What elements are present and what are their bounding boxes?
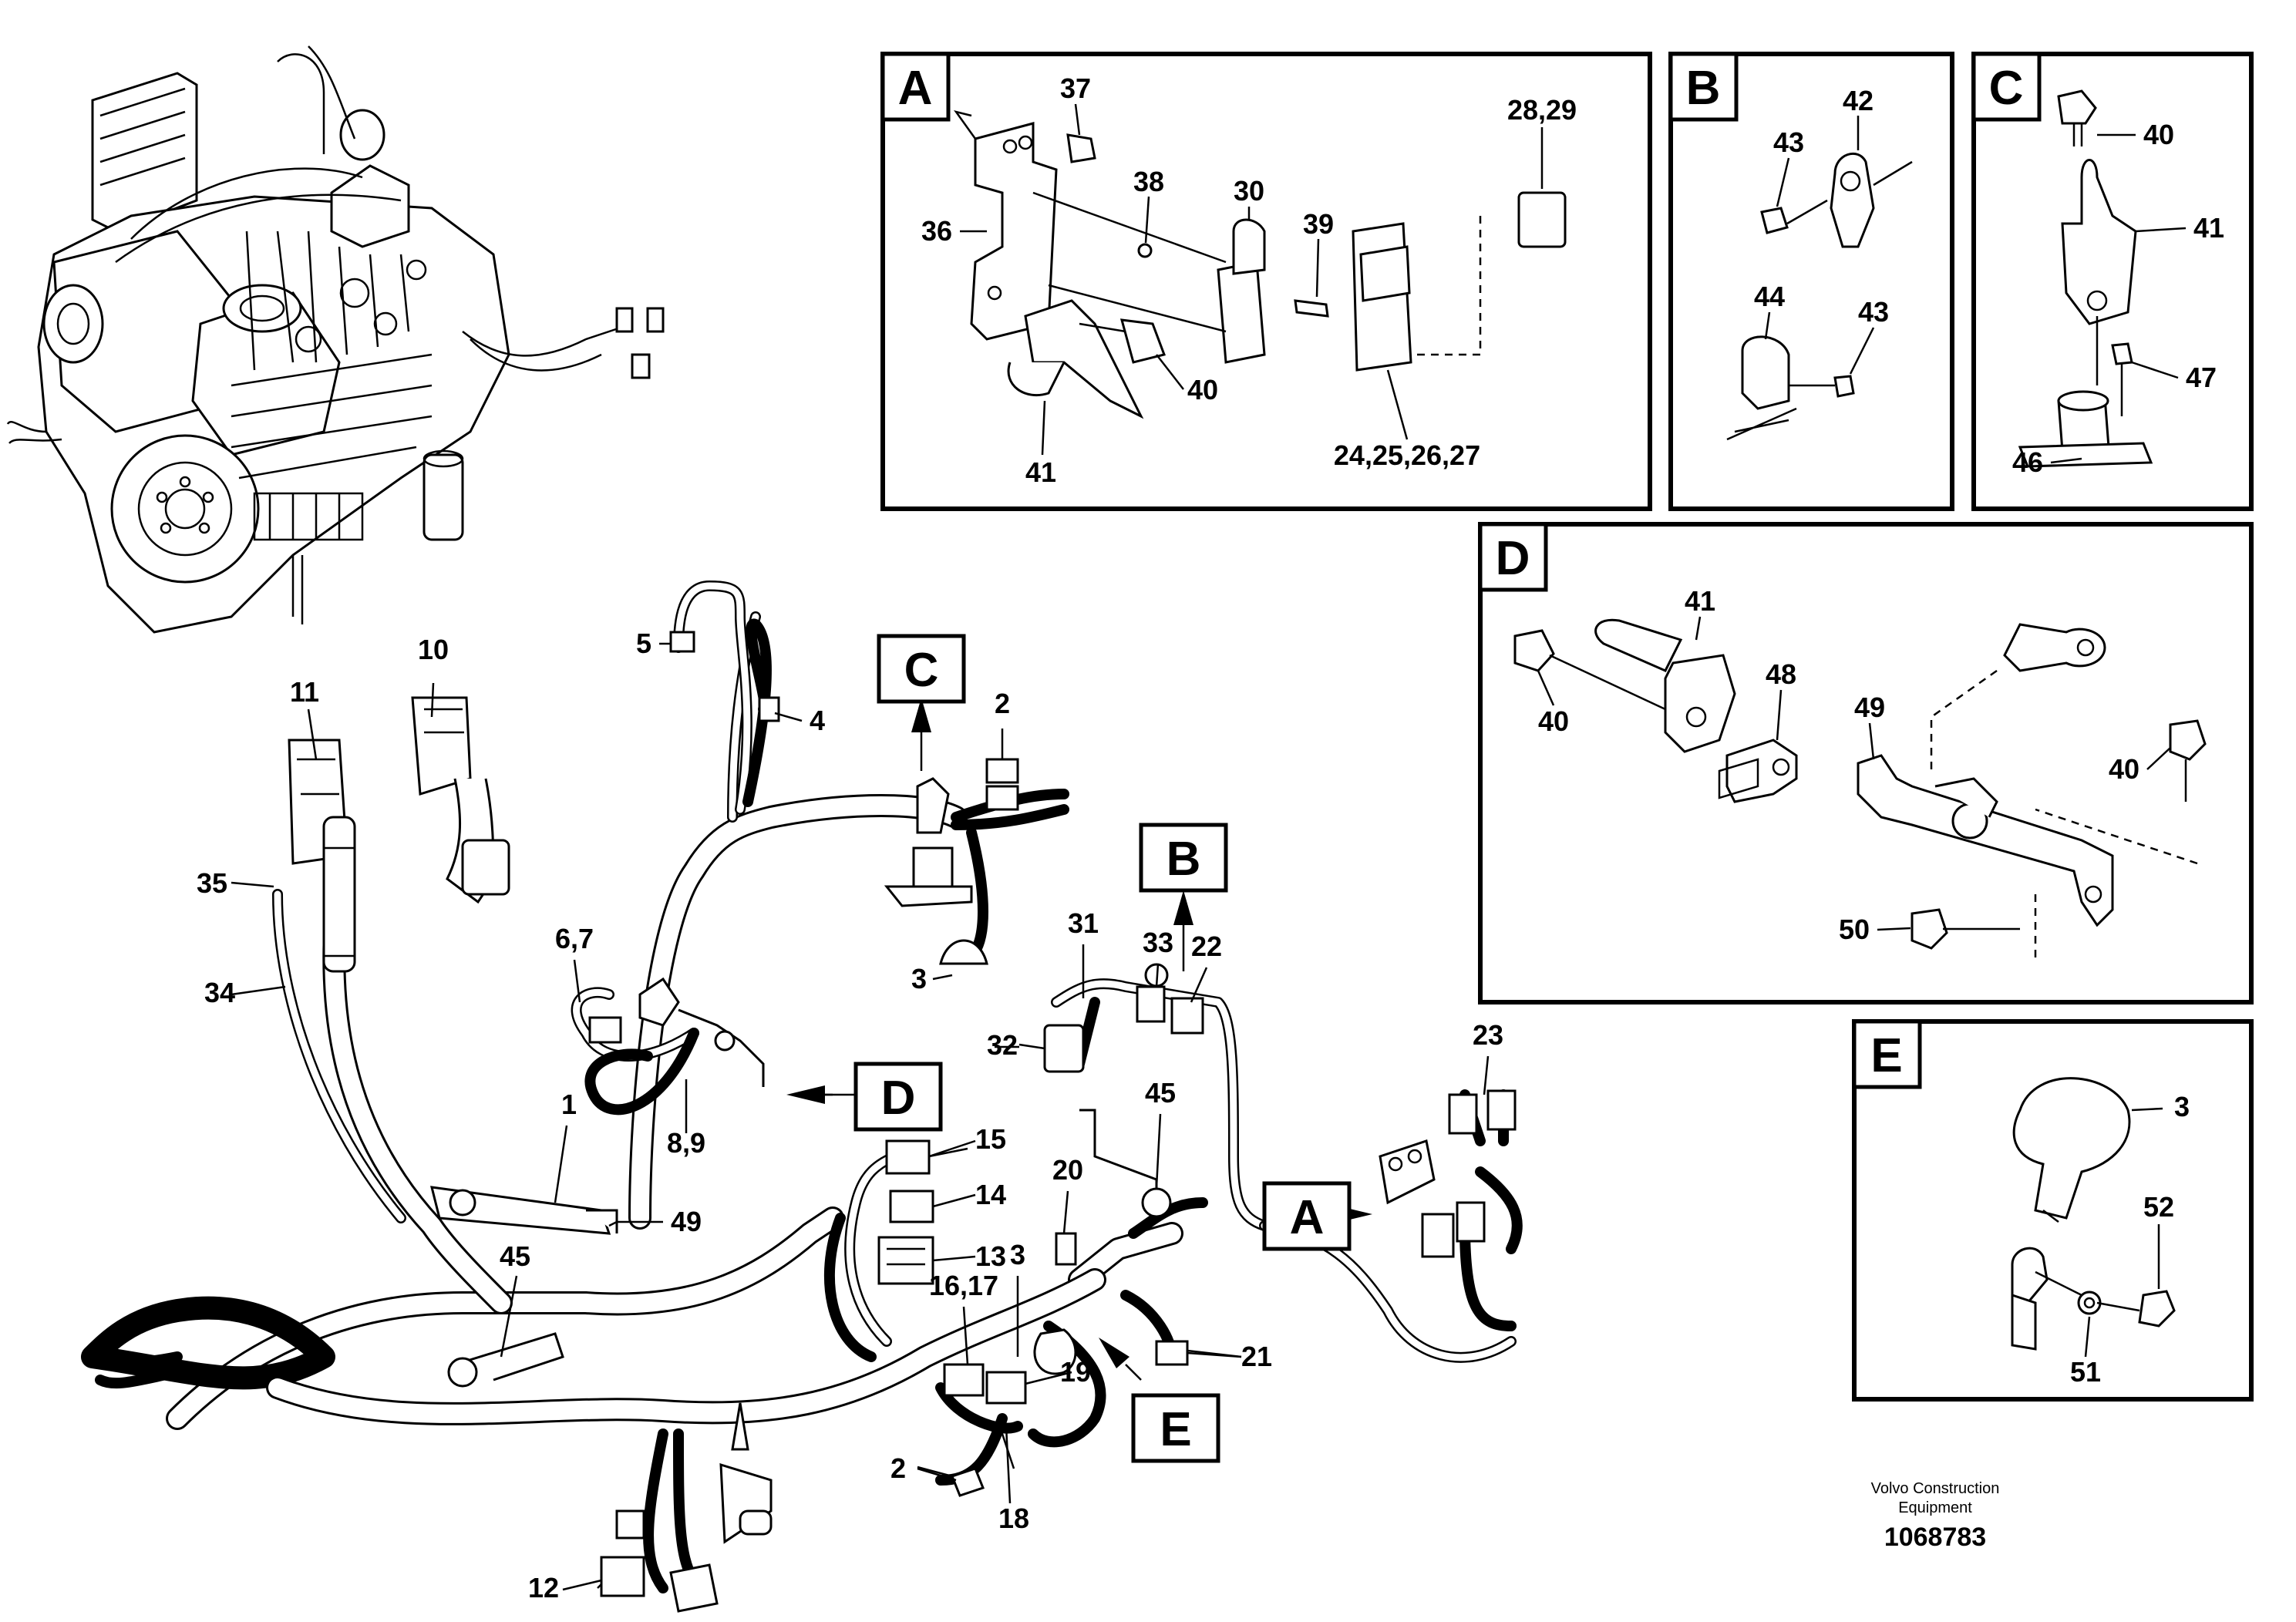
- detail-d-41: 41: [1685, 585, 1715, 617]
- detail-e-panel: E: [1852, 1019, 2254, 1402]
- detail-d-50: 50: [1839, 914, 1870, 945]
- callout-16-17: 16,17: [929, 1270, 998, 1301]
- marker-d: D: [881, 1072, 916, 1125]
- callout-11: 11: [290, 676, 319, 708]
- callout-14: 14: [975, 1179, 1006, 1210]
- main-callouts: 10 11 35 34 6,7 8,9 1 5 4 2 3 31 33 22 3…: [197, 628, 1503, 1603]
- footer: Volvo Construction Equipment 1068783: [1871, 1480, 2000, 1552]
- detail-e-51: 51: [2070, 1356, 2101, 1388]
- detail-b-panel: B: [1668, 52, 1954, 511]
- callout-45-lower: 45: [500, 1240, 530, 1272]
- detail-e-3: 3: [2174, 1091, 2190, 1122]
- detail-d-49: 49: [1854, 692, 1885, 723]
- callout-12: 12: [528, 1572, 559, 1603]
- detail-a-label: A: [898, 62, 933, 115]
- callout-22: 22: [1191, 930, 1222, 962]
- callout-1: 1: [561, 1089, 577, 1120]
- callout-18: 18: [998, 1503, 1029, 1534]
- detail-b-42: 42: [1843, 85, 1873, 116]
- detail-d-label: D: [1496, 532, 1530, 585]
- brand-line-1: Volvo Construction: [1871, 1480, 2000, 1497]
- detail-a-37: 37: [1060, 72, 1091, 104]
- marker-c: C: [904, 644, 939, 697]
- detail-a-panel: A: [880, 52, 1652, 511]
- detail-a-28-29: 28,29: [1507, 94, 1577, 126]
- callout-4: 4: [810, 705, 825, 736]
- callout-19: 19: [1060, 1356, 1091, 1388]
- callout-35: 35: [197, 867, 227, 899]
- detail-b-44: 44: [1754, 281, 1785, 312]
- detail-a-30: 30: [1234, 175, 1264, 207]
- drawing-number: 1068783: [1884, 1523, 1986, 1552]
- callout-34: 34: [204, 977, 235, 1008]
- callout-8-9: 8,9: [667, 1127, 705, 1159]
- engine-illustration: [6, 45, 665, 634]
- callout-10: 10: [418, 634, 449, 665]
- callout-2-top: 2: [995, 688, 1010, 719]
- callout-32: 32: [987, 1029, 1018, 1061]
- callout-31: 31: [1068, 907, 1099, 939]
- callout-23: 23: [1473, 1019, 1503, 1051]
- detail-a-40: 40: [1187, 374, 1218, 406]
- detail-d-panel: D: [1478, 522, 2254, 1004]
- detail-a-36: 36: [921, 215, 952, 247]
- callout-20: 20: [1052, 1154, 1083, 1186]
- callout-49: 49: [671, 1206, 702, 1237]
- callout-6-7: 6,7: [555, 923, 594, 954]
- detail-d-48: 48: [1766, 658, 1796, 690]
- detail-c-callouts: 40 41 47 46: [2012, 119, 2224, 478]
- callout-5: 5: [636, 628, 651, 659]
- detail-d-40-right: 40: [2109, 753, 2139, 785]
- callout-3-top: 3: [911, 963, 927, 994]
- detail-c-label: C: [1989, 62, 2024, 115]
- detail-b-43-top: 43: [1773, 126, 1804, 158]
- detail-d-40-left: 40: [1538, 705, 1569, 737]
- detail-a-39: 39: [1303, 208, 1334, 240]
- marker-a: A: [1290, 1191, 1325, 1244]
- callout-3-mid: 3: [1010, 1239, 1025, 1270]
- detail-c-40: 40: [2143, 119, 2174, 150]
- detail-c-46: 46: [2012, 446, 2043, 478]
- detail-a-41: 41: [1025, 456, 1056, 488]
- callout-21: 21: [1241, 1341, 1272, 1372]
- detail-b-callouts: 42 43 44 43: [1754, 85, 1889, 375]
- detail-e-callouts: 3 52 51: [2070, 1091, 2190, 1388]
- marker-e: E: [1160, 1403, 1191, 1456]
- callout-13: 13: [975, 1240, 1006, 1272]
- detail-a-24-27: 24,25,26,27: [1334, 439, 1480, 471]
- detail-c-41: 41: [2193, 212, 2224, 244]
- detail-a-38: 38: [1133, 166, 1164, 197]
- detail-c-47: 47: [2186, 362, 2217, 393]
- marker-b: B: [1167, 833, 1201, 886]
- callout-33: 33: [1143, 927, 1173, 958]
- detail-e-52: 52: [2143, 1191, 2174, 1223]
- detail-b-43-bottom: 43: [1858, 296, 1889, 328]
- main-harness: [81, 580, 1523, 1613]
- brand-line-2: Equipment: [1898, 1499, 1972, 1516]
- callout-45-upper: 45: [1145, 1077, 1176, 1109]
- callout-2-bottom: 2: [890, 1452, 906, 1484]
- detail-b-label: B: [1686, 62, 1721, 115]
- main-detail-markers: C B D A E: [853, 634, 1352, 1463]
- callout-15: 15: [975, 1123, 1006, 1155]
- detail-d-callouts: 41 48 49 40 40 50: [1537, 585, 2171, 945]
- detail-c-panel: C: [1971, 52, 2254, 511]
- detail-e-label: E: [1870, 1029, 1902, 1082]
- detail-a-callouts: 37 38 30 39 36 40 41 28,29 24,25,26,27: [921, 72, 1577, 488]
- main-leader-lines: [231, 642, 1490, 1589]
